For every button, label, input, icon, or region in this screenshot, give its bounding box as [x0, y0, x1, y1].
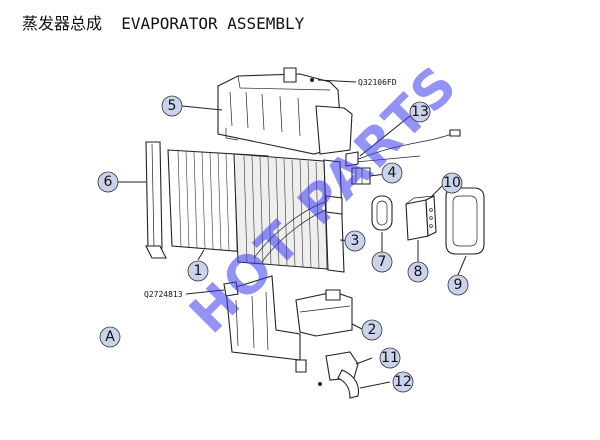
svg-text:7: 7 — [378, 254, 387, 270]
callout-9: 9 — [447, 274, 469, 296]
svg-text:4: 4 — [388, 165, 397, 181]
upper-housing — [217, 67, 353, 155]
side-frame — [145, 141, 167, 259]
part-code-q32106fd: Q32106FD — [358, 78, 397, 87]
svg-text:1: 1 — [194, 263, 203, 279]
callout-12: 12 — [392, 371, 414, 393]
svg-text:3: 3 — [351, 233, 360, 249]
svg-text:5: 5 — [168, 98, 177, 114]
part-code-q2724813: Q2724813 — [144, 290, 183, 299]
svg-text:2: 2 — [368, 322, 377, 338]
svg-text:13: 13 — [411, 104, 429, 120]
lower-housing — [225, 275, 353, 361]
svg-text:A: A — [105, 329, 115, 345]
callout-5: 5 — [161, 95, 183, 117]
control-module — [405, 195, 437, 241]
svg-text:9: 9 — [454, 277, 463, 293]
callout-4: 4 — [381, 162, 403, 184]
callout-10: 10 — [441, 172, 463, 194]
svg-text:8: 8 — [414, 264, 423, 280]
view-label-a: A — [99, 326, 121, 348]
drain-fitting — [295, 351, 360, 399]
seal-ring — [371, 195, 393, 231]
svg-text:6: 6 — [104, 174, 113, 190]
callout-6: 6 — [97, 171, 119, 193]
callout-7: 7 — [371, 251, 393, 273]
thermistor-sensor — [345, 129, 461, 167]
svg-text:10: 10 — [443, 175, 461, 191]
callout-3: 3 — [344, 230, 366, 252]
fastener-clip — [223, 78, 314, 297]
callout-11: 11 — [379, 347, 401, 369]
evaporator-core — [233, 153, 345, 273]
svg-text:12: 12 — [394, 374, 412, 390]
gasket-frame — [445, 187, 485, 255]
callout-1: 1 — [187, 260, 209, 282]
callout-2: 2 — [361, 319, 383, 341]
svg-text:11: 11 — [381, 350, 399, 366]
expansion-valve — [351, 167, 371, 185]
diagram-title: 蒸发器总成 EVAPORATOR ASSEMBLY — [22, 14, 305, 33]
callout-13: 13 — [409, 101, 431, 123]
callout-8: 8 — [407, 261, 429, 283]
